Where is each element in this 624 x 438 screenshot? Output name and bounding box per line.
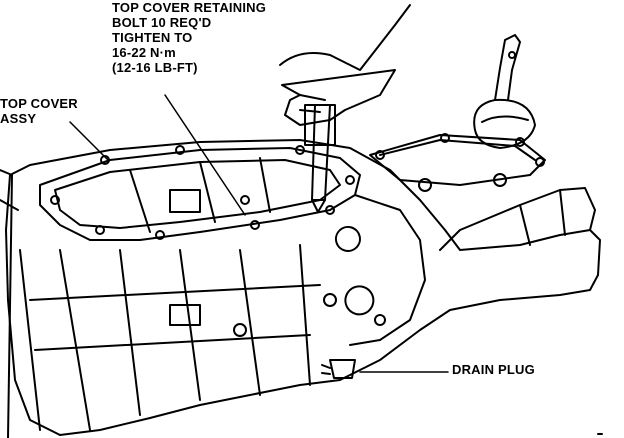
hand bbox=[279, 4, 411, 126]
retaining-bolts bbox=[50, 145, 355, 240]
callout-line: ASSY bbox=[0, 111, 37, 126]
callout-line: TIGHTEN TO bbox=[112, 30, 193, 45]
drain-plug-callout: DRAIN PLUG bbox=[452, 362, 535, 377]
callout-line: TOP COVER bbox=[0, 96, 78, 111]
callout-line: DRAIN PLUG bbox=[452, 362, 535, 377]
shift-lever bbox=[494, 34, 521, 101]
callout-line: 16-22 N·m bbox=[112, 45, 176, 60]
callout-line: BOLT 10 REQ'D bbox=[112, 15, 212, 30]
callout-line: TOP COVER RETAINING bbox=[112, 0, 267, 15]
transmission-case bbox=[5, 139, 601, 436]
leader-cover bbox=[69, 121, 109, 161]
retaining-bolt-callout: TOP COVER RETAINING BOLT 10 REQ'D TIGHTE… bbox=[112, 0, 266, 75]
shifter-plate bbox=[369, 134, 546, 186]
shift-turret bbox=[473, 98, 536, 149]
leader-bolt bbox=[164, 94, 246, 216]
top-cover-callout: TOP COVER ASSY bbox=[0, 96, 78, 126]
drain-plug bbox=[329, 359, 356, 379]
callout-line: (12-16 LB-FT) bbox=[112, 60, 198, 75]
top-cover bbox=[39, 147, 361, 241]
